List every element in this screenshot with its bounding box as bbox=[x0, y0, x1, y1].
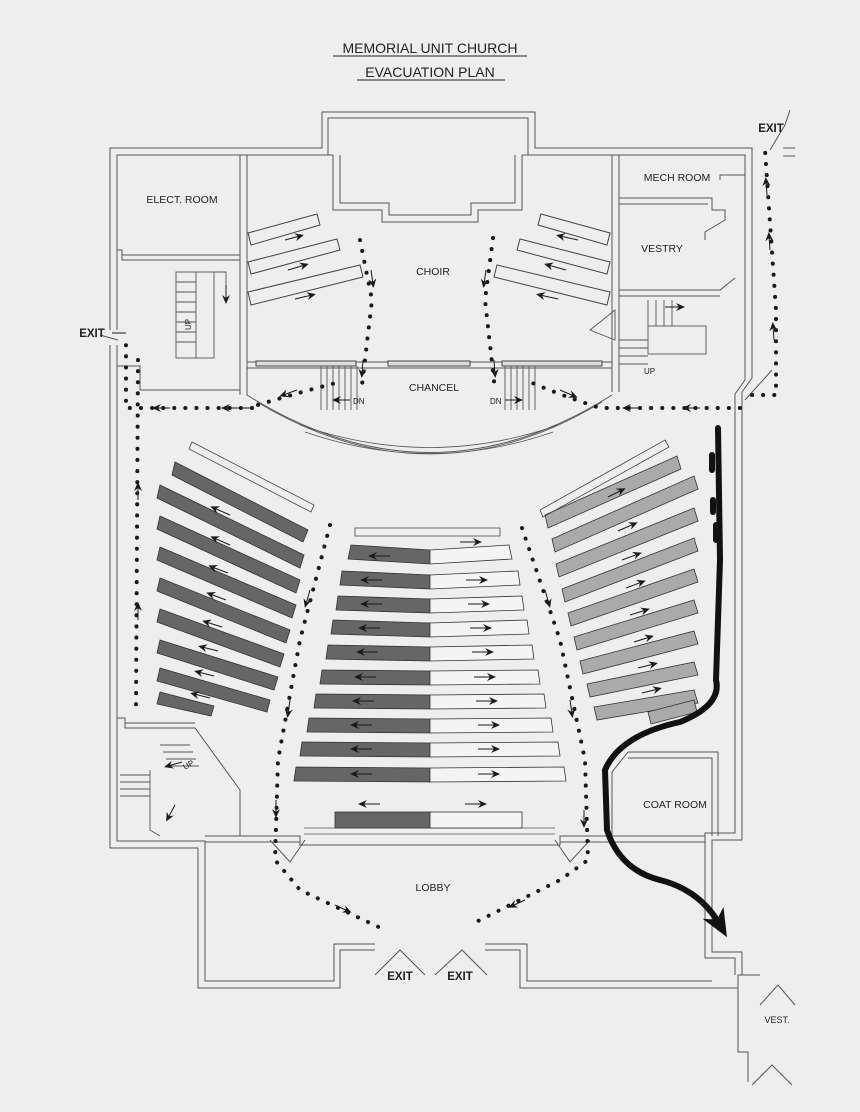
pew-arrows bbox=[190, 488, 662, 808]
title-line-2: EVACUATION PLAN bbox=[365, 64, 494, 80]
exit-signs: EXIT EXIT EXIT EXIT bbox=[79, 123, 784, 983]
label-dn-left: DN bbox=[353, 397, 365, 406]
building-walls bbox=[109, 111, 760, 1082]
label-choir: CHOIR bbox=[416, 266, 450, 278]
title-line-1: MEMORIAL UNIT CHURCH bbox=[342, 40, 517, 56]
evacuation-routes bbox=[124, 148, 778, 932]
exit-bottom-left: EXIT bbox=[387, 971, 413, 983]
label-chancel: CHANCEL bbox=[409, 382, 459, 394]
exit-bottom-right: EXIT bbox=[447, 971, 473, 983]
exit-left: EXIT bbox=[79, 328, 105, 340]
stairs bbox=[120, 271, 707, 837]
choir-pews bbox=[247, 213, 611, 306]
chancel-bars bbox=[255, 360, 603, 367]
center-pews-dark bbox=[293, 544, 431, 829]
choir-pew-arrows bbox=[284, 233, 579, 301]
title-block: MEMORIAL UNIT CHURCH EVACUATION PLAN bbox=[333, 40, 527, 81]
room-labels: ELECT. ROOM MECH ROOM VESTRY CHOIR CHANC… bbox=[146, 172, 789, 1025]
label-lobby: LOBBY bbox=[415, 882, 450, 894]
right-pews bbox=[544, 455, 699, 725]
label-dn-right: DN bbox=[490, 397, 502, 406]
marker-route bbox=[601, 425, 727, 938]
left-front-rail bbox=[188, 441, 315, 513]
label-elect-room: ELECT. ROOM bbox=[146, 194, 217, 206]
label-vest: VEST. bbox=[764, 1015, 789, 1025]
label-up-right: UP bbox=[644, 367, 655, 376]
center-pews-light bbox=[429, 544, 567, 829]
label-mech-room: MECH ROOM bbox=[644, 172, 711, 184]
center-front-rail bbox=[354, 527, 501, 537]
exit-top-right: EXIT bbox=[758, 123, 784, 135]
stair-arrows bbox=[164, 285, 685, 822]
marker-dashes bbox=[709, 452, 719, 543]
label-vestry: VESTRY bbox=[641, 243, 683, 255]
route-arrows bbox=[134, 177, 778, 913]
left-pews bbox=[156, 461, 309, 717]
right-front-rail bbox=[539, 439, 670, 518]
label-up-left: UP bbox=[184, 319, 193, 330]
door-swings bbox=[99, 109, 796, 1086]
label-coat-room: COAT ROOM bbox=[643, 799, 707, 811]
label-up-lower-left: UP bbox=[182, 758, 196, 771]
